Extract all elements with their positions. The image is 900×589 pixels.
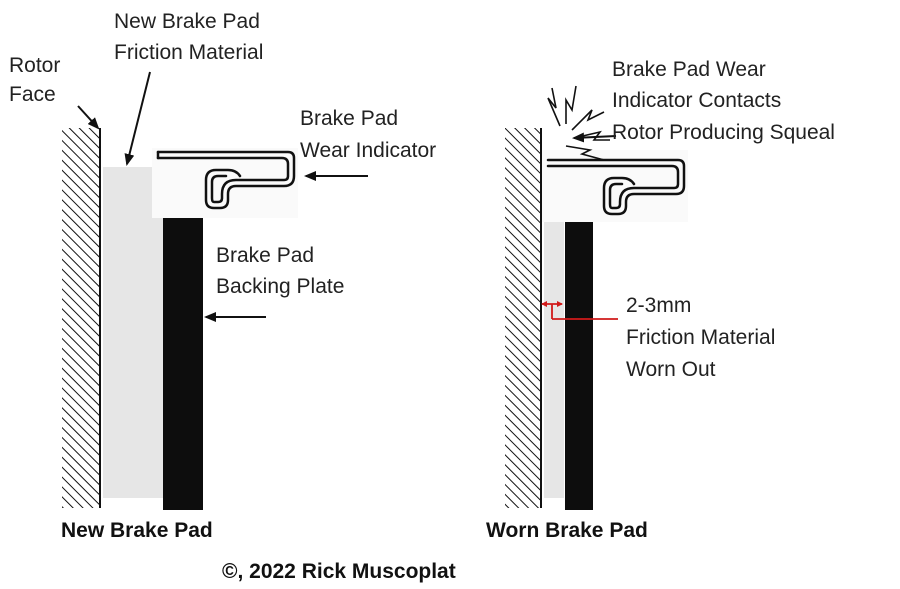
- squeal-spark-icon: [547, 85, 610, 161]
- worn-pad-assembly: [505, 85, 688, 510]
- worn-backing-plate: [565, 183, 593, 510]
- worn-measurement-marker: [541, 301, 618, 320]
- new-backing-plate: [163, 162, 203, 510]
- label-worn-material: 2-3mm Friction Material Worn Out: [626, 294, 781, 381]
- annotation-arrows: [77, 71, 617, 322]
- new-rotor-hatch: [62, 128, 100, 508]
- label-backing-plate: Brake Pad Backing Plate: [216, 244, 344, 298]
- label-wear-indicator: Brake Pad Wear Indicator: [300, 107, 436, 162]
- caption-worn-pad: Worn Brake Pad: [486, 519, 648, 542]
- label-new-friction-material: New Brake Pad Friction Material: [114, 10, 266, 64]
- worn-rotor-hatch: [505, 128, 541, 508]
- label-rotor-face: Rotor Face: [9, 54, 66, 106]
- label-squeal: Brake Pad Wear Indicator Contacts Rotor …: [612, 58, 835, 144]
- new-pad-assembly: [62, 128, 298, 510]
- new-friction-material: [103, 167, 163, 498]
- worn-wear-indicator-clip: [542, 150, 688, 222]
- new-wear-indicator-clip: [152, 148, 298, 218]
- copyright-notice: ©, 2022 Rick Muscoplat: [222, 560, 456, 583]
- arrow-new-friction: [124, 71, 151, 166]
- arrow-squeal: [572, 132, 617, 143]
- worn-friction-material: [544, 188, 564, 498]
- caption-new-pad: New Brake Pad: [61, 519, 213, 542]
- arrow-rotor-face: [77, 105, 100, 130]
